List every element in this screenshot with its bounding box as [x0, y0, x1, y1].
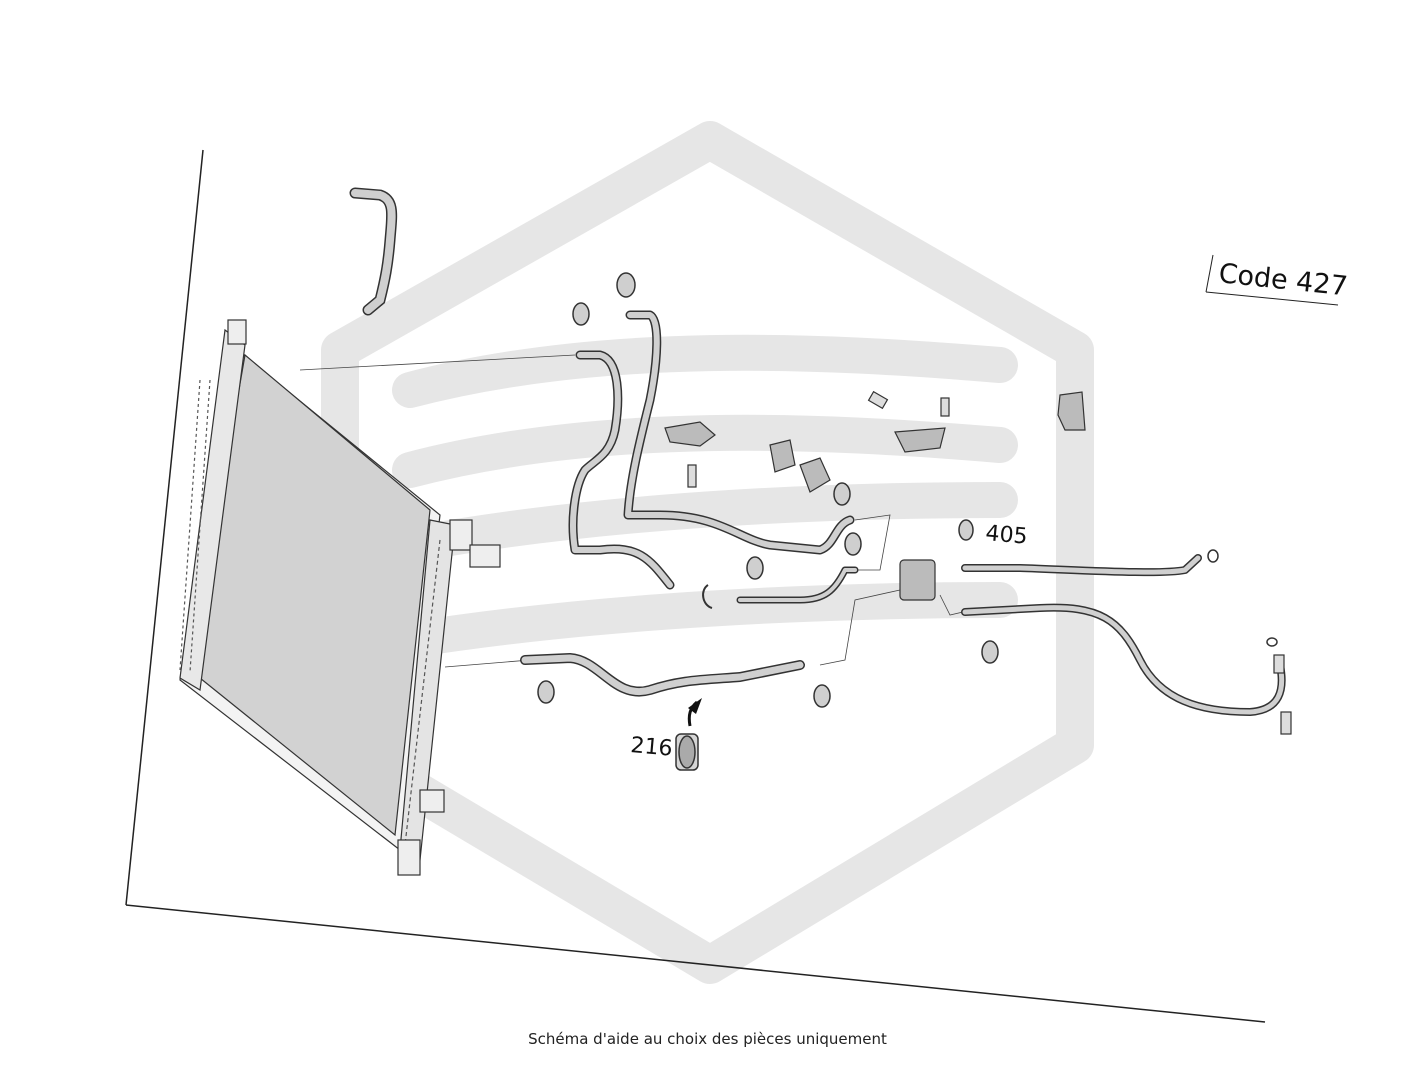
radiator [179, 319, 501, 876]
brackets [664, 391, 1086, 601]
code-label: Code 427 [1217, 258, 1349, 302]
code-label-box: Code 427 [1205, 254, 1349, 306]
diagram-caption: Schéma d'aide au choix des pièces unique… [528, 1030, 887, 1048]
leader-lines [299, 354, 981, 668]
part-216-roller [675, 733, 699, 771]
diagram-frame [125, 149, 1266, 1023]
callout-405: 405 [984, 521, 1028, 550]
callout-216: 216 [629, 733, 673, 762]
refrigerant-lines [520, 310, 1286, 716]
upper-hose [349, 187, 398, 316]
bolts [687, 390, 1292, 735]
arrow-icon [687, 698, 702, 727]
seal-rings [537, 272, 1278, 708]
